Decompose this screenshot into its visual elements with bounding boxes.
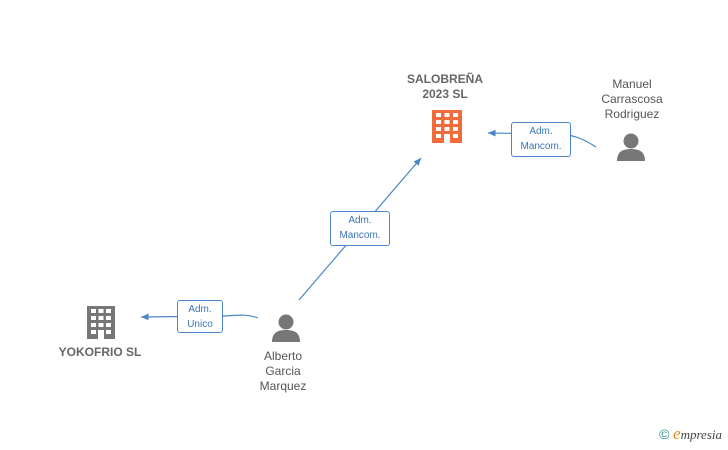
building-icon[interactable]: [432, 110, 462, 143]
role-label-manuel-salobrena: Adm. Mancom.: [511, 122, 571, 157]
company-name-salobrena[interactable]: SALOBREÑA 2023 SL: [406, 72, 483, 101]
person-name-alberto[interactable]: Alberto Garcia Marquez: [259, 349, 307, 393]
building-icon[interactable]: [87, 306, 115, 339]
brand-logo: © empresia: [659, 424, 722, 444]
company-name-yokofrio[interactable]: YOKOFRIO SL: [58, 345, 142, 359]
brand-name: mpresia: [680, 427, 722, 442]
person-icon[interactable]: [617, 133, 645, 162]
person-icon[interactable]: [272, 314, 300, 343]
copyright-icon: ©: [659, 426, 670, 442]
role-label-alberto-salobrena: Adm. Mancom.: [330, 211, 390, 246]
brand-initial: e: [673, 424, 681, 443]
person-name-manuel[interactable]: Manuel Carrascosa Rodriguez: [601, 77, 663, 121]
role-label-alberto-yokofrio: Adm. Unico: [177, 300, 223, 333]
